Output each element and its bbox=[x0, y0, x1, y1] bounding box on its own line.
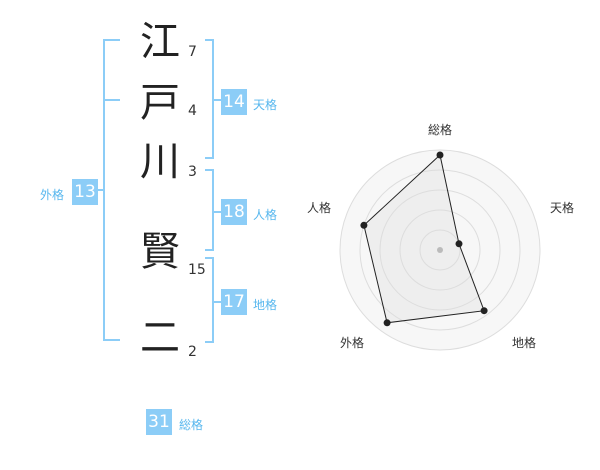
soukaku-value: 31 bbox=[146, 409, 172, 435]
stroke-count-2: 4 bbox=[188, 103, 197, 119]
radar-axis-label-tenkaku: 天格 bbox=[550, 200, 574, 215]
name-char-2: 戸 bbox=[140, 80, 180, 126]
name-char-3: 川 bbox=[140, 139, 180, 185]
jinkaku-label: 人格 bbox=[253, 208, 278, 222]
gaikaku-label: 外格 bbox=[40, 188, 65, 202]
stroke-count-5: 2 bbox=[188, 344, 197, 360]
stroke-count-3: 3 bbox=[188, 164, 197, 180]
radar-ring bbox=[419, 229, 461, 271]
radar-axis-label-soukaku: 総格 bbox=[428, 122, 452, 137]
radar-points bbox=[360, 151, 488, 327]
stroke-count-1: 7 bbox=[188, 44, 197, 60]
jinkaku-value: 18 bbox=[221, 199, 247, 225]
gaikaku-value: 13 bbox=[72, 179, 98, 205]
radar-axis-label-chikaku: 地格 bbox=[512, 335, 536, 350]
radar-center-dot bbox=[437, 247, 443, 253]
radar-point bbox=[455, 240, 463, 248]
radar-ring bbox=[359, 169, 521, 331]
radar-ring bbox=[399, 209, 481, 291]
radar-point bbox=[383, 319, 391, 327]
radar-point bbox=[436, 151, 444, 159]
name-char-5: 二 bbox=[140, 315, 180, 361]
radar-polygon bbox=[363, 154, 485, 324]
tenkaku-value: 14 bbox=[221, 89, 247, 115]
soukaku-label: 総格 bbox=[179, 418, 204, 432]
chikaku-label: 地格 bbox=[253, 298, 278, 312]
radar-axis-label-gaikaku: 外格 bbox=[340, 335, 364, 350]
name-char-4: 賢 bbox=[140, 229, 180, 275]
radar-point bbox=[360, 221, 368, 229]
radar-axis-label-jinkaku: 人格 bbox=[307, 200, 331, 215]
radar-ring bbox=[379, 189, 501, 311]
name-char-1: 江 bbox=[140, 19, 180, 65]
tenkaku-label: 天格 bbox=[253, 98, 278, 112]
stroke-count-4: 15 bbox=[188, 262, 206, 278]
chikaku-value: 17 bbox=[221, 289, 247, 315]
radar-point bbox=[480, 307, 488, 315]
